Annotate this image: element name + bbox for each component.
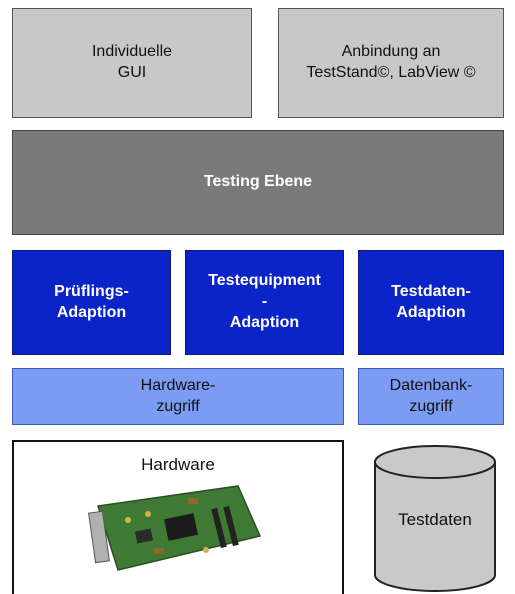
board-component-5 (188, 498, 198, 504)
cylinder-top (374, 445, 496, 479)
board-chip-small (134, 528, 154, 544)
database-cylinder-icon (374, 445, 496, 592)
testdaten-adaption-box: Testdaten- Adaption (358, 250, 504, 355)
hardware-zugriff-box: Hardware- zugriff (12, 368, 344, 425)
testing-ebene-box: Testing Ebene (12, 130, 504, 235)
testdaten-label: Testdaten (398, 509, 472, 529)
anbindung-box: Anbindung an TestStand©, LabView © (278, 8, 504, 118)
cylinder-body (374, 461, 496, 592)
board-strip-2 (223, 505, 239, 547)
individuelle-gui-box: Individuelle GUI (12, 8, 252, 118)
board-component-3 (203, 547, 209, 553)
board-chip (164, 513, 198, 541)
board-component-4 (154, 548, 164, 554)
testequipment-adaption-box: Testequipment - Adaption (185, 250, 344, 355)
board-component-2 (145, 511, 151, 517)
board-connector-left (88, 510, 110, 564)
board-strip-1 (211, 507, 227, 549)
hardware-label: Hardware (141, 455, 215, 474)
circuit-board-icon (88, 485, 262, 571)
datenbank-zugriff-box: Datenbank- zugriff (358, 368, 504, 425)
board-component-1 (125, 517, 131, 523)
pruefling-adaption-box: Prüflings- Adaption (12, 250, 171, 355)
